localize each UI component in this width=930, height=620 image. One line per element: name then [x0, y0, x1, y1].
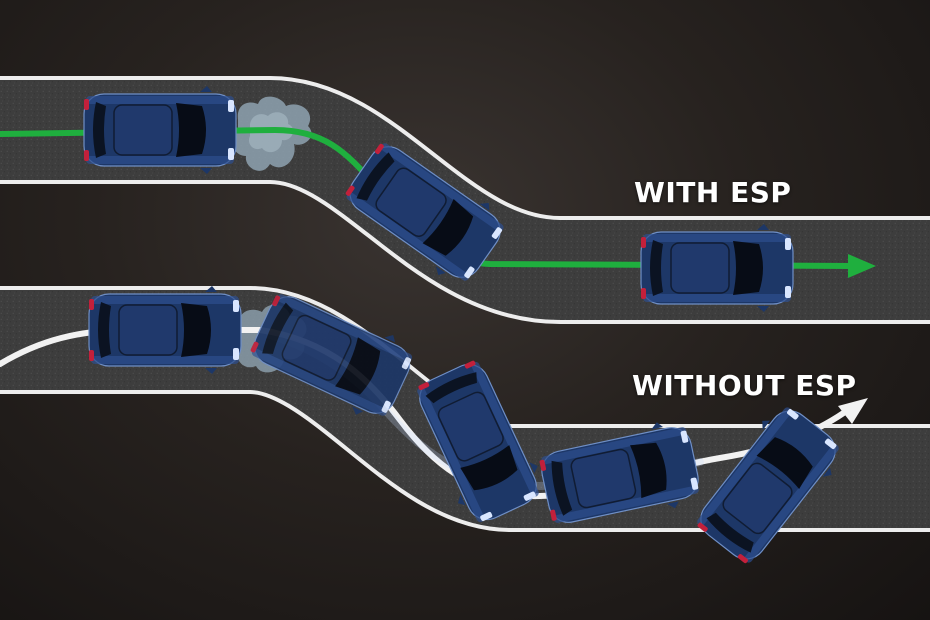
without-esp-label: WITHOUT ESP	[632, 369, 857, 402]
car-icon	[88, 285, 242, 375]
with-esp-label: WITH ESP	[634, 176, 792, 209]
car-icon	[640, 223, 794, 313]
arrow-head-icon	[838, 398, 868, 424]
arrow-head-icon	[848, 254, 876, 278]
car-icon	[83, 85, 237, 175]
